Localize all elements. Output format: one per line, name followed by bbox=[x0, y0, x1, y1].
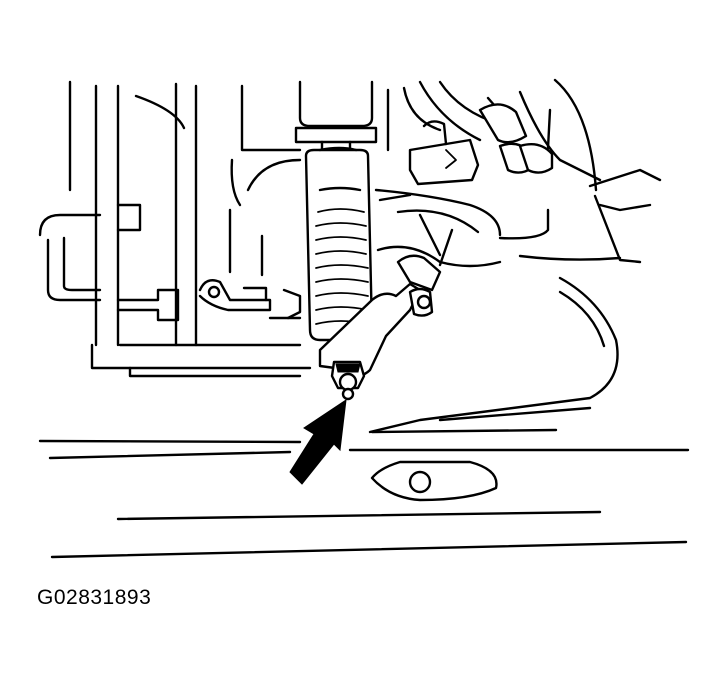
upper-bracket bbox=[378, 120, 480, 202]
transmission-housing bbox=[228, 78, 662, 277]
lower-pan-panel bbox=[38, 276, 690, 559]
shock-upper-mount bbox=[294, 80, 378, 152]
hose-upper-right bbox=[418, 80, 554, 174]
figure-code-label: G02831893 bbox=[37, 586, 152, 609]
callout-arrow bbox=[289, 398, 347, 485]
shock-absorber-boot bbox=[304, 146, 374, 342]
lower-link-arm bbox=[318, 254, 442, 377]
frame-rails-left bbox=[38, 80, 312, 370]
left-bracket-bolt bbox=[198, 279, 302, 320]
lower-mounting-nut bbox=[330, 360, 366, 401]
